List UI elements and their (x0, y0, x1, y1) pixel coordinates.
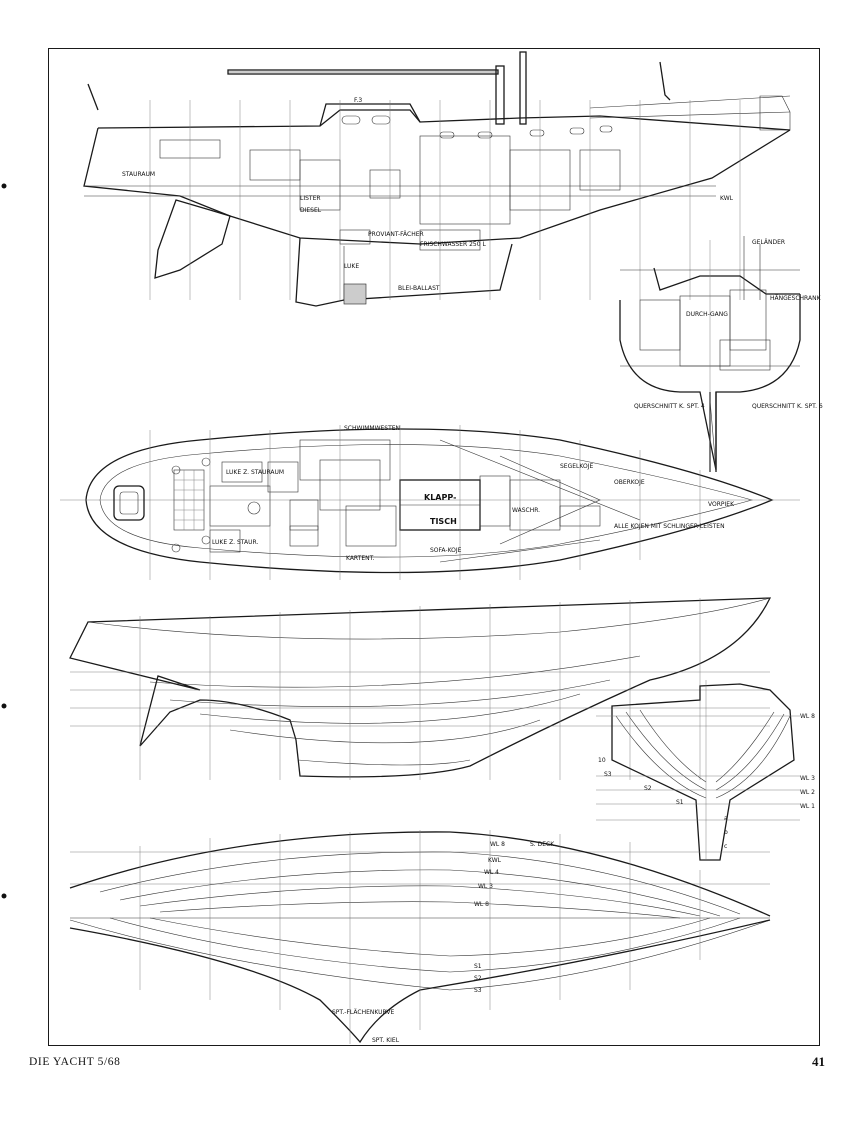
body-label-wl2: WL 2 (800, 789, 815, 796)
body-label-s1: S1 (676, 799, 684, 806)
plan-label-tisch: TISCH (430, 517, 457, 526)
profile-label-diesel: DIESEL (300, 207, 322, 214)
hb-label-wl4: WL 4 (484, 869, 499, 876)
accommodation-plan: LUKE Z. STAURAUM SCHWIMMWESTEN KLAPP- TI… (60, 425, 800, 580)
plan-label-luke-stauraum: LUKE Z. STAURAUM (226, 469, 284, 476)
section-label-durchgang: DURCH-GANG (686, 311, 728, 318)
profile-label-f3: F.3 (354, 97, 362, 104)
binding-mark (1, 893, 7, 899)
hb-label-wl8-2: WL 8 (474, 901, 489, 908)
plan-label-vorpiek: VORPIEK (708, 501, 735, 508)
body-label-wl1: WL 1 (800, 803, 815, 810)
profile-label-luke: LUKE (344, 263, 359, 270)
body-label-wl3: WL 3 (800, 775, 815, 782)
profile-label-kwl: KWL (720, 195, 734, 202)
body-label-c: c (724, 843, 727, 850)
page-number: 41 (812, 1054, 825, 1069)
hb-label-wl8: WL 8 (490, 841, 505, 848)
magazine-issue: DIE YACHT 5/68 (29, 1056, 121, 1068)
plan-label-sofa-koje: SOFA-KOJE (430, 547, 462, 554)
profile-drawing: STAURAUM F.3 LISTER DIESEL FRISCHWASSER … (83, 51, 791, 307)
section-label-querschnitt-6: QUERSCHNITT K. SPT. 6 (752, 403, 823, 410)
body-label-b: b (724, 829, 728, 836)
hb-label-kwl: KWL (488, 857, 502, 864)
page-frame (48, 48, 820, 1046)
body-label-s3: S3 (604, 771, 612, 778)
hb-label-s2: S2 (474, 975, 482, 982)
plan-label-klapp: KLAPP- (424, 493, 456, 502)
profile-label-proviant: PROVIANT-FÄCHER (368, 231, 424, 238)
plan-label-kartentisch: KARTENT. (346, 555, 375, 562)
hb-label-flaechenkurve: SPT.-FLÄCHENKURVE (332, 1009, 394, 1016)
plan-label-segelkoje: SEGELKOJE (560, 463, 593, 470)
cross-section-drawing: GELÄNDER DURCH-GANG HÄNGESCHRANK QUERSCH… (619, 236, 823, 472)
body-label-s2: S2 (644, 785, 652, 792)
binding-mark (1, 183, 7, 189)
plan-label-luke-staur: LUKE Z. STAUR. (212, 539, 258, 546)
body-label-wl8: WL 8 (800, 713, 815, 720)
plan-label-schwimmwesten: SCHWIMMWESTEN (344, 425, 400, 432)
profile-label-stauraum: STAURAUM (122, 171, 155, 178)
plan-label-oberkoje: OBERKOJE (614, 479, 645, 486)
profile-label-frischwasser: FRISCHWASSER 250 L (420, 241, 486, 248)
plan-label-alle-kojen: ALLE KOJEN MIT SCHLINGER-LEISTEN (614, 523, 725, 530)
body-plan: WL 8 WL 3 WL 2 WL 1 S3 S2 S1 10 a b c (596, 680, 815, 861)
profile-label-lister: LISTER (300, 195, 321, 202)
body-label-a: a (724, 815, 728, 822)
section-label-haengeschrank: HÄNGESCHRANK (770, 295, 822, 302)
hb-label-s3: S3 (474, 987, 482, 994)
plan-label-waschraum: WASCHR. (512, 507, 540, 514)
lines-profile (69, 597, 772, 780)
hb-label-wl3: WL 3 (478, 883, 493, 890)
body-label-10: 10 (598, 757, 606, 764)
profile-label-blei-ballast: BLEI-BALLAST (398, 285, 440, 292)
hb-label-deck: S. DECK (530, 841, 555, 848)
binding-mark (1, 703, 7, 709)
half-breadth-plan: WL 8 S. DECK KWL WL 4 WL 3 WL 8 S1 S2 S3… (69, 830, 771, 1044)
section-label-gelaender: GELÄNDER (752, 239, 785, 246)
section-label-querschnitt-4: QUERSCHNITT K. SPT. 4 (634, 403, 705, 410)
hb-label-s1: S1 (474, 963, 482, 970)
hb-label-kiel: SPT. KIEL (372, 1037, 400, 1044)
